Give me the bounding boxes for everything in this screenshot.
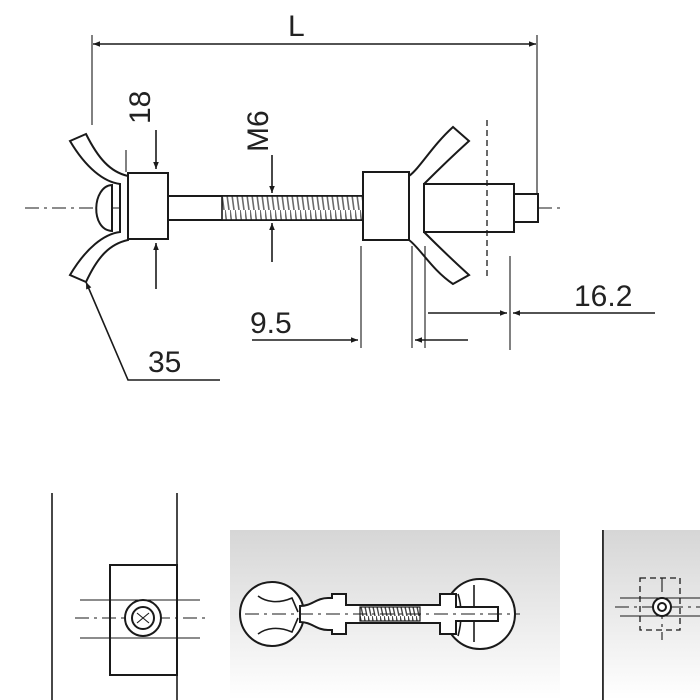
nut-gap-label: 9.5 xyxy=(250,307,292,340)
right-cap xyxy=(408,125,471,286)
right-pin xyxy=(513,193,539,223)
section-view xyxy=(230,530,560,700)
nut-gap-dimension: 9.5 xyxy=(250,246,468,348)
end-view-right-panel xyxy=(603,530,700,700)
radius-dimension: 35 xyxy=(85,281,220,381)
cap-width-dimension: 18 xyxy=(124,91,159,289)
end-view-right-hole-inner xyxy=(657,602,667,612)
left-dome-head xyxy=(95,183,113,233)
end-label: 16.2 xyxy=(574,280,632,313)
length-dimension: L xyxy=(91,10,538,200)
right-nut xyxy=(362,171,410,241)
thread-section xyxy=(221,195,364,221)
length-label: L xyxy=(288,10,305,43)
thread-dimension: M6 xyxy=(242,110,275,262)
end-view-left xyxy=(51,493,205,700)
cap-width-label: 18 xyxy=(124,91,157,124)
end-dimension: 16.2 xyxy=(428,256,655,350)
left-cap xyxy=(68,132,129,284)
thread-label: M6 xyxy=(242,110,275,152)
main-side-view: L 18 M6 xyxy=(25,10,655,381)
left-nut xyxy=(127,172,169,240)
right-sleeve xyxy=(423,183,515,233)
radius-label: 35 xyxy=(148,346,181,379)
end-view-right xyxy=(602,530,700,700)
end-view-right-hidden-box xyxy=(639,577,681,631)
